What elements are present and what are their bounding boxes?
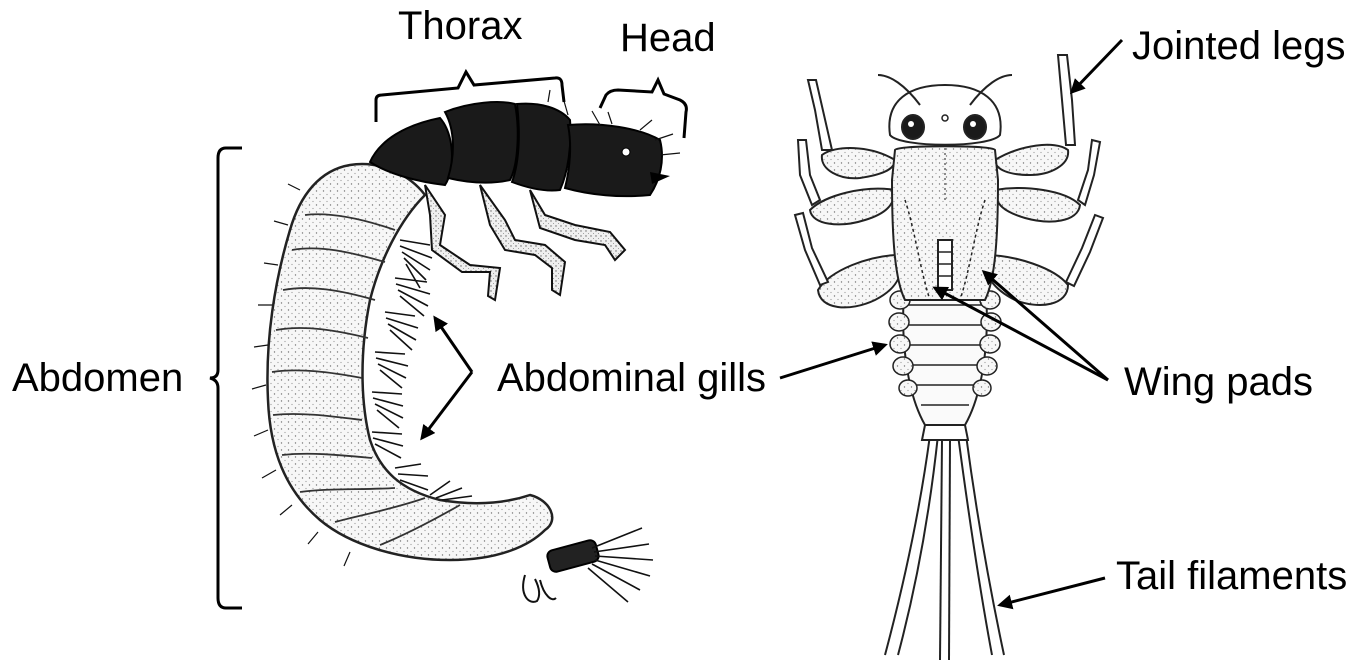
thorax-label: Thorax <box>398 6 523 46</box>
larva-thorax-plate-2 <box>445 102 518 183</box>
larva-legs <box>425 185 625 300</box>
larva-head-capsule <box>565 124 662 196</box>
tail-arrow <box>1000 578 1105 605</box>
abdomen-bracket <box>210 148 242 608</box>
larva-gills <box>372 240 472 500</box>
nymph-midline-plate <box>938 240 952 290</box>
nymph-tail-filaments <box>885 435 1004 660</box>
abdominal-gills-label: Abdominal gills <box>497 358 766 398</box>
jointed-legs-label: Jointed legs <box>1132 26 1345 66</box>
larva-illustration <box>252 90 680 602</box>
nymph-eye-left <box>902 115 924 139</box>
nymph-eye-right <box>964 115 986 139</box>
larva-eye <box>622 148 630 156</box>
gills-arrow-lower <box>422 372 472 438</box>
larva-thorax-plate-3 <box>512 104 571 191</box>
wing-pads-label: Wing pads <box>1124 362 1313 402</box>
legs-arrow <box>1072 40 1122 92</box>
abdomen-label: Abdomen <box>12 358 183 398</box>
gills-arrow-right <box>780 345 885 378</box>
tail-filaments-label: Tail filaments <box>1116 556 1347 596</box>
gills-arrow-upper <box>435 318 472 372</box>
larva-tail-brush <box>523 528 653 602</box>
head-label: Head <box>620 18 716 58</box>
nymph-abdomen <box>903 285 987 425</box>
